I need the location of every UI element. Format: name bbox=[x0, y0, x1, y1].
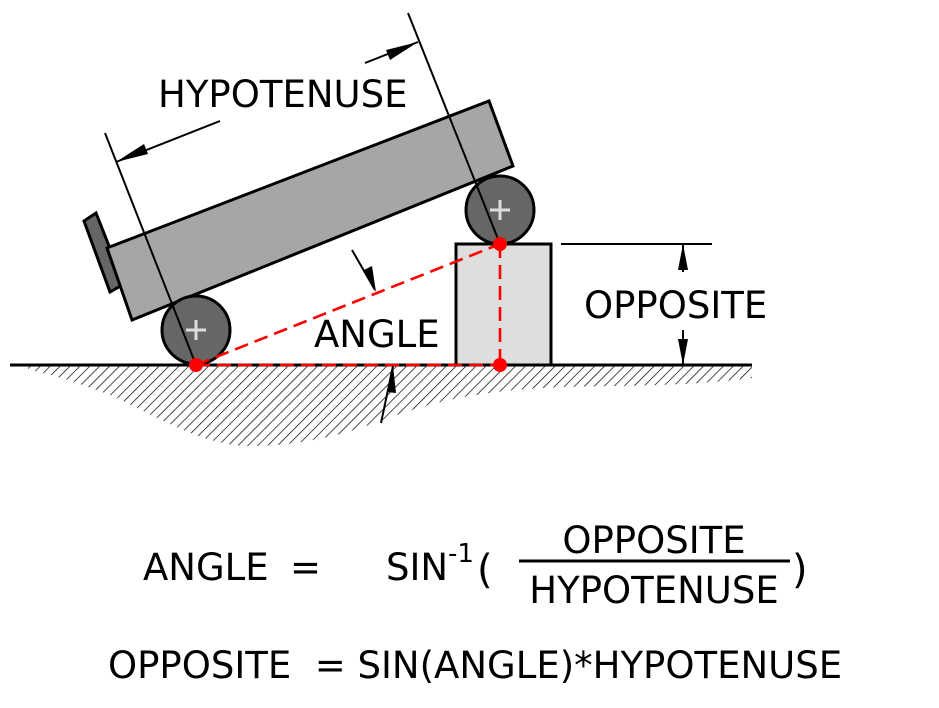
hyp-arrow-right bbox=[386, 42, 418, 60]
triangle-hypotenuse bbox=[195, 242, 501, 367]
block bbox=[454, 242, 553, 367]
point-top bbox=[493, 237, 507, 251]
angle-arrow-bottom bbox=[387, 366, 396, 393]
formula-sin: SIN bbox=[386, 546, 448, 589]
left-wheel bbox=[160, 294, 232, 366]
formula-exponent: -1 bbox=[448, 539, 474, 569]
formula-close-paren: ) bbox=[792, 547, 808, 593]
point-left bbox=[189, 358, 203, 372]
formula-open-paren: ( bbox=[477, 547, 493, 593]
ground-hatch bbox=[28, 366, 752, 446]
formula-numerator: OPPOSITE bbox=[562, 519, 745, 562]
right-wheel bbox=[464, 174, 536, 246]
opp-arrow-bottom bbox=[678, 339, 688, 365]
formula-angle-lhs: ANGLE bbox=[143, 546, 269, 589]
hyp-ext-left bbox=[104, 132, 197, 366]
label-angle: ANGLE bbox=[314, 313, 440, 356]
formula-denominator: HYPOTENUSE bbox=[529, 569, 778, 612]
hyp-ext-right bbox=[407, 12, 501, 245]
angle-arrow-top bbox=[364, 266, 376, 292]
label-hypotenuse: HYPOTENUSE bbox=[158, 73, 407, 116]
beam bbox=[105, 99, 515, 322]
label-opposite: OPPOSITE bbox=[584, 284, 767, 327]
hyp-arrow-left bbox=[116, 144, 148, 162]
angle-leader-top bbox=[351, 249, 376, 291]
formula-angle-eq: = bbox=[290, 546, 321, 589]
opp-arrow-top bbox=[678, 244, 688, 270]
point-right bbox=[493, 358, 507, 372]
formula-opposite: OPPOSITE = SIN(ANGLE)*HYPOTENUSE bbox=[108, 644, 842, 687]
